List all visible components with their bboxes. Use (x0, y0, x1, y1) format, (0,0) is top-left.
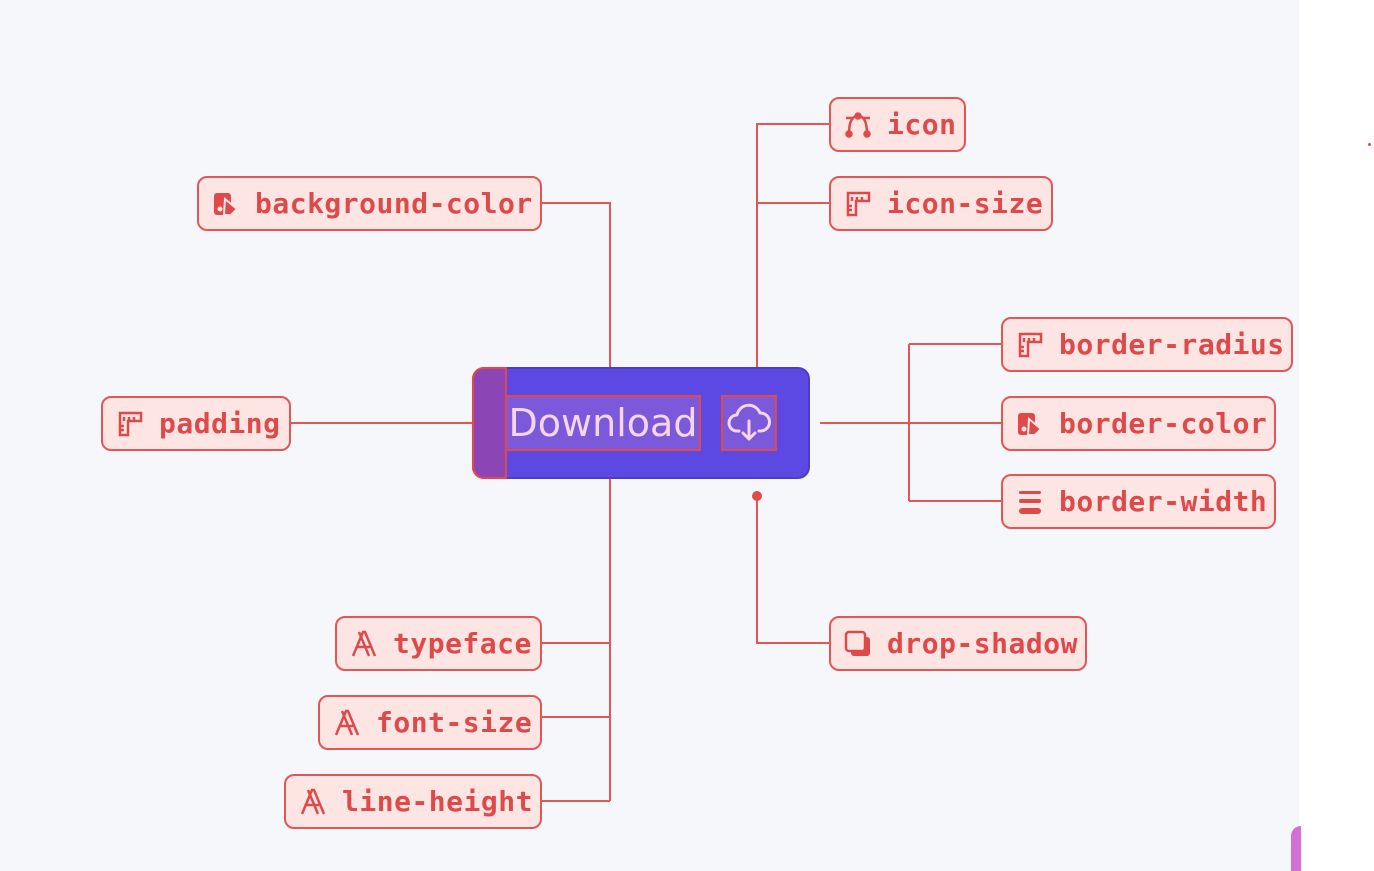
cloud-download-icon (721, 395, 777, 451)
label-icon-size: icon-size (829, 176, 1053, 231)
connector-icon (756, 123, 830, 395)
label-text: icon (887, 108, 957, 141)
label-text: font-size (376, 706, 533, 739)
corner-tab (1291, 826, 1301, 871)
paint-swatch-icon (1015, 409, 1045, 439)
label-padding: padding (101, 396, 291, 451)
right-margin (1299, 0, 1374, 871)
label-text: border-width (1059, 485, 1268, 518)
label-text: padding (159, 407, 281, 440)
ruler-icon (843, 189, 873, 219)
bezier-icon (843, 110, 873, 140)
anchor-dot-shadow (752, 491, 762, 501)
label-text: drop-shadow (887, 627, 1078, 660)
lines-icon (1015, 487, 1045, 517)
label-drop-shadow: drop-shadow (829, 616, 1087, 671)
paint-swatch-icon (211, 189, 241, 219)
ruler-icon (1015, 330, 1045, 360)
label-border-radius: border-radius (1001, 317, 1293, 372)
button-label: Download (505, 395, 701, 451)
type-icon (349, 629, 379, 659)
label-text: line-height (342, 785, 533, 818)
label-text: icon-size (887, 187, 1044, 220)
padding-highlight (472, 367, 507, 479)
connector-background-color (541, 202, 611, 383)
label-background-color: background-color (197, 176, 542, 231)
label-text: typeface (393, 627, 532, 660)
label-icon: icon (829, 97, 966, 152)
connector-drop-shadow (756, 496, 830, 644)
label-text: background-color (255, 187, 533, 220)
label-text: border-radius (1059, 328, 1285, 361)
download-button[interactable] (472, 367, 810, 479)
label-border-color: border-color (1001, 396, 1276, 451)
label-font-size: font-size (318, 695, 542, 750)
label-text: border-color (1059, 407, 1268, 440)
shadow-square-icon (843, 629, 873, 659)
label-typeface: typeface (335, 616, 542, 671)
type-icon (332, 708, 362, 738)
type-icon (298, 787, 328, 817)
label-line-height: line-height (284, 774, 542, 829)
ruler-icon (115, 409, 145, 439)
marker-dot (1368, 143, 1371, 146)
label-border-width: border-width (1001, 474, 1276, 529)
